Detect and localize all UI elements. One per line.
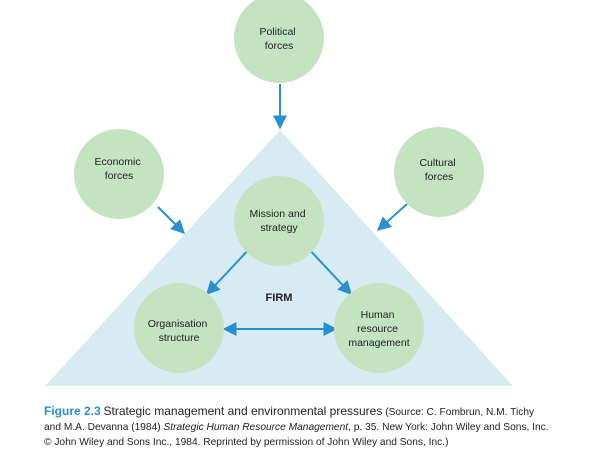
mission-to-hrm-arrow (305, 245, 352, 296)
caption-source-start: (Source: C. Fombrun, N.M. Tichy (385, 407, 535, 418)
economic-arrow (157, 206, 185, 234)
mission-strategy-label: Mission and strategy (250, 208, 309, 234)
organisation-structure-label: Organisation structure (148, 318, 210, 344)
cultural-arrow (376, 203, 408, 231)
economic-forces-label: Economic forces (94, 156, 143, 182)
caption-source-book: Strategic Human Resource Management (163, 422, 349, 433)
organisation-structure-circle (134, 283, 224, 373)
figure-title: Strategic management and environmental p… (103, 404, 383, 418)
strategic-pressures-diagram: Political forces Economic forces Cultura… (45, 0, 513, 386)
firm-label: FIRM (266, 292, 293, 304)
caption-source-publisher: , p. 35. New York: John Wiley and Sons, … (348, 422, 549, 433)
caption-source-authors: and M.A. Devanna (1984) (44, 422, 164, 433)
mission-strategy-circle (234, 176, 324, 266)
hrm-circle (334, 283, 424, 373)
hrm-label: Human resource management (348, 309, 409, 349)
political-forces-label: Political forces (259, 26, 298, 52)
figure-caption: Figure 2.3 Strategic management and envi… (44, 404, 599, 450)
mission-to-organisation-arrow (206, 245, 253, 296)
cultural-forces-circle (394, 127, 484, 217)
caption-copyright: © John Wiley and Sons Inc., 1984. Reprin… (44, 437, 449, 448)
figure-number: Figure 2.3 (44, 404, 101, 418)
cultural-forces-label: Cultural forces (419, 157, 458, 183)
political-forces-circle (234, 0, 324, 83)
economic-forces-circle (74, 129, 164, 219)
